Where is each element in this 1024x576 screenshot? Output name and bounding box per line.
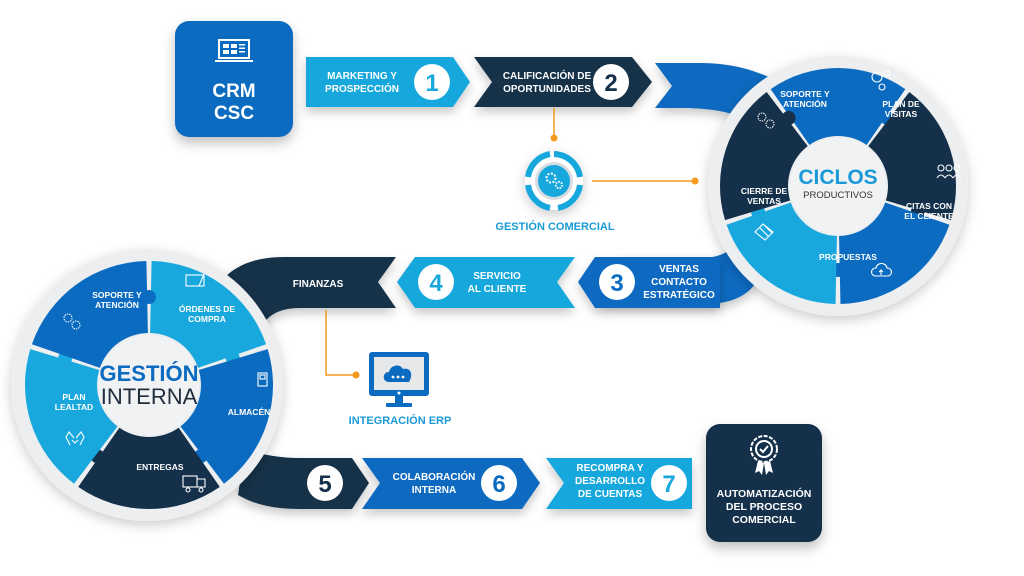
step-7-label-line: RECOMPRA Y [576, 463, 644, 474]
ciclos-piece-label: SOPORTE Y [780, 89, 830, 99]
step-4-label-line: SERVICIO [473, 271, 521, 282]
ciclos-piece-label: EL CLIENTE [904, 211, 954, 221]
step-6-label-line: INTERNA [412, 485, 456, 496]
gestion-interna-center [99, 335, 199, 435]
svg-text:7: 7 [662, 471, 675, 498]
step-7-number-badge: 7 [651, 465, 687, 501]
step-3-number-badge: 3 [599, 264, 635, 300]
gi-piece-label: ATENCIÓN [95, 299, 139, 310]
gi-piece-label: ÓRDENES DE [179, 303, 236, 314]
gestion-interna-title: GESTIÓN [99, 361, 198, 386]
ciclos-piece-label: CIERRE DE [741, 186, 788, 196]
gears-icon [757, 112, 775, 129]
step-2-number-badge: 2 [593, 64, 629, 100]
group-icon [936, 164, 962, 179]
crm-csc-card[interactable]: CRM CSC [175, 21, 293, 137]
step-6-label-line: COLABORACIÓN [393, 470, 476, 483]
connector-dot [691, 177, 699, 185]
ciclos-piece-label: PROPUESTAS [819, 252, 877, 262]
step-3-label-line: VENTAS [659, 264, 699, 275]
gestion-interna-piece[interactable] [25, 349, 118, 484]
ciclos-piece[interactable] [726, 202, 837, 304]
svg-text:5: 5 [318, 471, 331, 498]
loyalty-hands-icon [65, 431, 85, 446]
ciclos-title: CICLOS [798, 166, 877, 189]
step-7-arrow[interactable] [546, 458, 692, 509]
automatizacion-title-line: AUTOMATIZACIÓN [716, 488, 812, 500]
automatizacion-title-line: DEL PROCESO [725, 501, 803, 513]
crm-title-line: CSC [213, 103, 255, 124]
gi-piece-label: COMPRA [188, 314, 226, 324]
gi-piece-label: PLAN [62, 392, 85, 402]
gi-piece-label: ALMACÉN [228, 407, 271, 417]
delivery-truck-icon [182, 475, 206, 493]
gestion-interna-piece[interactable] [78, 427, 220, 509]
step-6-number-badge: 6 [481, 465, 517, 501]
crm-dashboard-laptop-icon [215, 39, 253, 62]
step-4-number-badge: 4 [418, 264, 454, 300]
ciclos-piece-label: PLAN DE [882, 99, 920, 109]
gi-piece-label: LEALTAD [55, 402, 93, 412]
ciclos-piece[interactable] [839, 202, 950, 304]
gestion-interna-piece[interactable] [150, 261, 267, 368]
crm-title-line: CRM [212, 81, 256, 102]
svg-text:4: 4 [429, 270, 443, 297]
step-1-label-line: MARKETING Y [327, 71, 397, 82]
finanzas-label: FINANZAS [293, 279, 344, 290]
integracion-erp-label: INTEGRACIÓN ERP [348, 415, 452, 427]
step-2-label-line: OPORTUNIDADES [503, 84, 591, 95]
step-4-label-line: AL CLIENTE [468, 284, 527, 295]
people-network-icon [871, 69, 891, 91]
purchase-order-icon [185, 273, 205, 287]
ciclos-piece-label: VENTAS [747, 196, 781, 206]
gestion-comercial-label: GESTIÓN COMERCIAL [495, 221, 615, 233]
svg-text:1: 1 [425, 70, 438, 97]
svg-text:3: 3 [610, 270, 623, 297]
connector-line-finanzas-erp [325, 310, 354, 376]
gestion-interna-piece-knob [142, 290, 156, 304]
ciclos-piece-label: CITAS CON [906, 201, 952, 211]
gestion-interna-piece[interactable] [31, 261, 148, 368]
handshake-icon [754, 223, 774, 241]
warehouse-box-icon [257, 372, 268, 387]
award-badge-check-icon [750, 435, 778, 475]
step-1-label-line: PROSPECCIÓN [325, 82, 399, 95]
ciclos-piece-label: ATENCIÓN [783, 98, 827, 109]
gestion-comercial-icon[interactable] [525, 151, 583, 211]
ciclos-piece[interactable] [868, 92, 956, 221]
step-1-number-badge: 1 [414, 64, 450, 100]
automatizacion-title-line: COMERCIAL [732, 514, 796, 526]
svg-text:6: 6 [492, 471, 505, 498]
gestion-interna-subtitle: INTERNA [101, 384, 198, 409]
cloud-upload-icon [870, 262, 893, 277]
step-5-number-badge: 5 [307, 465, 343, 501]
step-7-label-line: DE CUENTAS [578, 489, 643, 500]
ciclos-piece-label: VISITAS [885, 109, 918, 119]
automatizacion-card[interactable]: AUTOMATIZACIÓN DEL PROCESO COMERCIAL [706, 424, 822, 542]
svg-text:2: 2 [604, 70, 617, 97]
step-2-label-line: CALIFICACIÓN DE [503, 69, 592, 82]
integracion-erp-icon[interactable] [369, 352, 429, 407]
gi-piece-label: ENTREGAS [136, 462, 184, 472]
ciclos-piece-knob [781, 111, 796, 126]
step-7-label-line: DESARROLLO [575, 476, 645, 487]
gear-icon [545, 172, 557, 184]
step-3-label-line: CONTACTO [651, 277, 707, 288]
connector-dot [550, 134, 558, 142]
connector-dot [352, 371, 360, 379]
gi-piece-label: SOPORTE Y [92, 290, 142, 300]
step-3-label-line: ESTRATÉGICO [643, 288, 715, 301]
gears-icon [63, 313, 81, 330]
ciclos-center [790, 138, 886, 234]
ciclos-subtitle: PRODUCTIVOS [803, 190, 873, 201]
ciclos-piece[interactable] [770, 68, 906, 145]
